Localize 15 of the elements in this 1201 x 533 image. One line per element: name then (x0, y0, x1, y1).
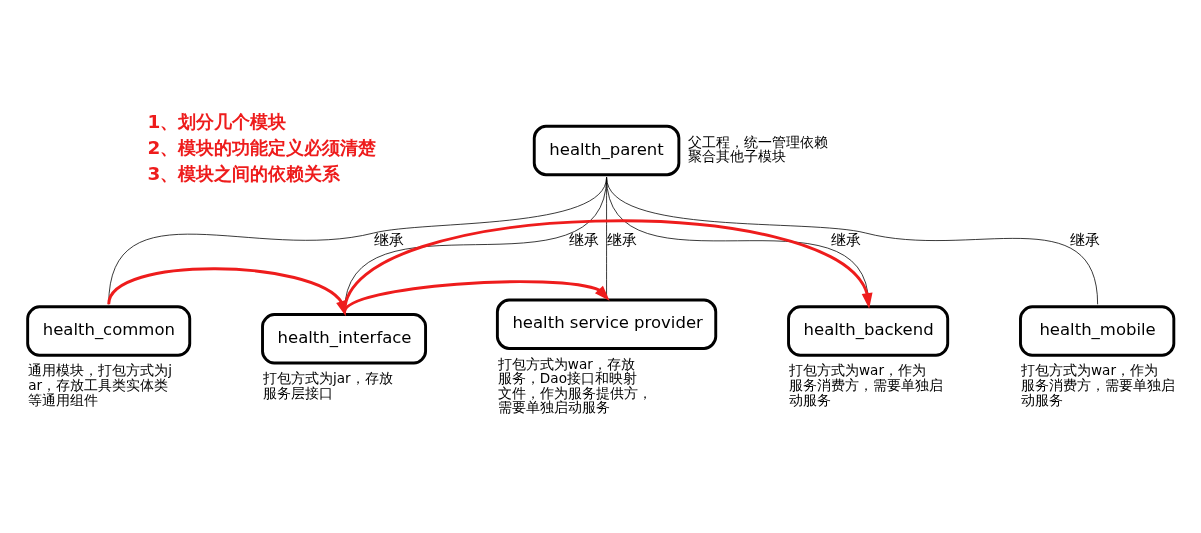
node-label: 通用模块，打包方式为jar，存放工具类实体类等通用组件 (28, 362, 172, 408)
node-label: 父工程，统一管理依赖 (688, 133, 829, 150)
label: 3、模块之间的依赖关系 (147, 163, 341, 185)
node-label: 打包方式为war，存放服务，Dao接口和映射文件，作为服务提供方，需要单独启动服务 (497, 355, 652, 416)
edge-label: 继承 (606, 230, 637, 248)
edge-label: 继承 (1070, 230, 1101, 248)
node-label: 聚合其他子模块 (688, 148, 787, 165)
node-label: 打包方式为war，作为服务消费方，需要单独启动服务 (789, 362, 944, 408)
label: 2、模块的功能定义必须清楚 (147, 137, 377, 159)
edge-label: 继承 (568, 230, 599, 248)
edge-label: 继承 (373, 230, 404, 248)
node-label: 打包方式为war，作为服务消费方，需要单独启动服务 (1020, 362, 1175, 408)
edge-label: 继承 (830, 230, 861, 248)
label: 1、划分几个模块 (147, 110, 287, 132)
node-label: 打包方式为jar，存放服务层接口 (263, 370, 393, 401)
